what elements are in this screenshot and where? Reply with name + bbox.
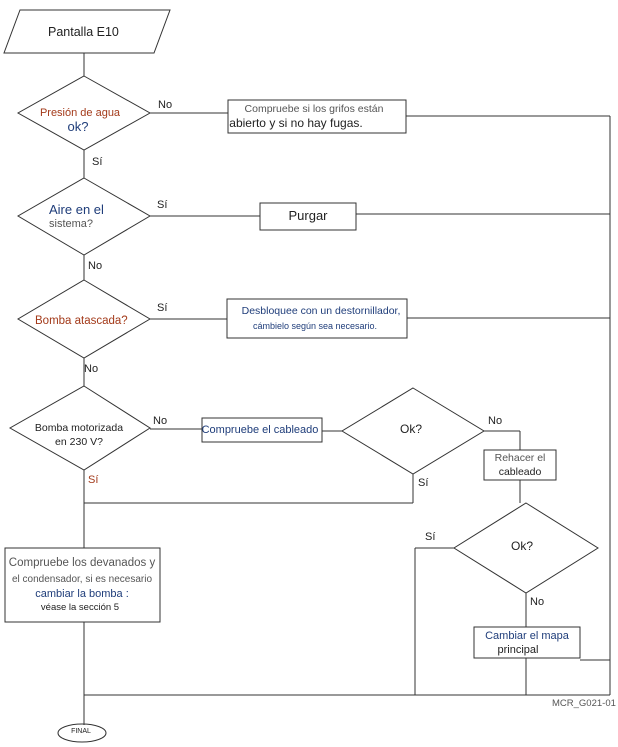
branch-si-5: Sí <box>418 477 429 489</box>
decision-pump-jammed-label: Bomba atascada? <box>35 315 128 327</box>
decision-air-shape <box>17 177 151 256</box>
decision-motor-line2: en 230 V? <box>55 436 103 448</box>
decision-ok1-label: Ok? <box>399 422 423 436</box>
end-shape <box>57 723 107 743</box>
branch-no-2: No <box>88 260 103 272</box>
branch-no-3: No <box>84 363 99 375</box>
branch-si-3: Sí <box>157 302 168 314</box>
redo-wiring-line2: cableado <box>498 466 542 478</box>
check-windings-line2: el condensador, si es necesario <box>11 574 153 585</box>
end-label: FINAL <box>71 728 91 735</box>
redo-wiring-line1: Rehacer el <box>494 452 546 464</box>
check-taps-line1: Compruebe si los grifos están <box>244 103 384 115</box>
branch-no-1: No <box>158 99 173 111</box>
decision-motor-230v-shape <box>8 385 151 471</box>
change-board-line1: Cambiar el mapa <box>485 630 569 642</box>
purge-box <box>259 202 357 231</box>
unblock-line2: cámbielo según sea necesario. <box>252 321 378 331</box>
branch-no-5: No <box>488 415 503 427</box>
check-windings-line1: Compruebe los devanados y <box>8 557 156 569</box>
decision-ok2-label: Ok? <box>510 539 534 553</box>
branch-si-4: Sí <box>88 474 99 486</box>
figure-code: MCR_G021-01 <box>552 698 616 709</box>
branch-si-1: Sí <box>92 156 103 168</box>
change-board-line2: principal <box>497 644 539 656</box>
check-windings-line3: cambiar la bomba : <box>35 588 129 600</box>
decision-air-line2: sistema? <box>49 218 94 230</box>
purge-label: Purgar <box>288 208 328 223</box>
decision-motor-line1: Bomba motorizada <box>34 422 124 434</box>
check-wiring-box <box>201 417 323 443</box>
branch-no-4: No <box>153 415 168 427</box>
check-windings-line4: véase la sección 5 <box>40 602 120 613</box>
decision-air-line1: Aire en el <box>49 202 104 217</box>
decision-water-pressure-line2: ok? <box>67 119 89 134</box>
check-windings-box <box>4 547 161 623</box>
unblock-line1: Desbloquee con un destornillador, <box>241 305 401 317</box>
start-label: Pantalla E10 <box>48 25 119 39</box>
start-shape <box>3 9 171 54</box>
decision-water-pressure-line1: Presión de agua <box>39 107 121 119</box>
branch-no-6: No <box>530 596 545 608</box>
branch-si-6: Sí <box>425 531 436 543</box>
decision-water-pressure-shape <box>16 75 152 151</box>
check-wiring-label: Compruebe el cableado <box>201 424 319 436</box>
decision-pump-jammed-shape <box>17 279 151 359</box>
check-taps-line2: abierto y si no hay fugas. <box>229 116 363 130</box>
branch-si-2: Sí <box>157 199 168 211</box>
change-board-box <box>473 626 581 659</box>
